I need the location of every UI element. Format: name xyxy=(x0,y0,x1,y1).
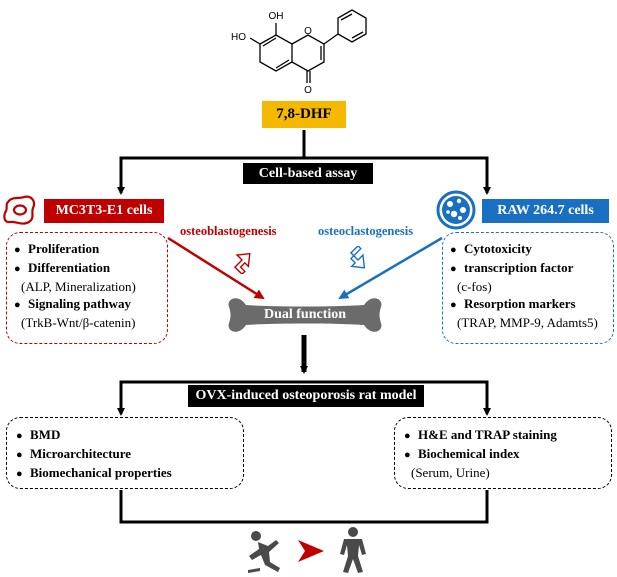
list-item-label: Proliferation xyxy=(14,241,99,256)
ring-oxygen-label: O xyxy=(304,26,312,37)
oh-left-label: HO xyxy=(231,32,246,43)
list-item-label: Biochemical index xyxy=(404,446,519,461)
falling-person-icon xyxy=(248,531,280,573)
compound-name-box: 7,8-DHF xyxy=(262,101,346,128)
outcome-merge-line xyxy=(119,490,489,524)
list-item: Proliferation xyxy=(14,240,172,259)
list-item-label: Differentiation xyxy=(14,260,110,275)
list-item: BMD xyxy=(16,426,242,445)
list-item-label: Signaling pathway xyxy=(14,296,131,311)
list-item: H&E and TRAP staining xyxy=(404,426,610,445)
list-item: Signaling pathway xyxy=(14,295,172,314)
list-item-sub: (TRAP, MMP-9, Adamts5) xyxy=(457,315,598,330)
mc3t3-assay-list: Proliferation Differentiation (ALP, Mine… xyxy=(14,240,172,331)
raw-assay-box xyxy=(442,232,614,344)
list-item-sub: (ALP, Mineralization) xyxy=(21,279,136,294)
osteoclast-arrow-line xyxy=(338,236,443,300)
flavone-structure-icon: OH HO O O xyxy=(231,9,367,94)
ketone-oxygen-label: O xyxy=(304,85,312,94)
list-item-sub: (Serum, Urine) xyxy=(411,465,490,480)
list-item: Biochemical index xyxy=(404,445,610,464)
osteoblastogenesis-label: osteoblastogenesis xyxy=(180,224,277,238)
list-item: transcription factor xyxy=(450,259,614,278)
osteoblast-cell-icon xyxy=(3,195,36,225)
raw-title: RAW 264.7 cells xyxy=(482,199,609,223)
osteoclastogenesis-label: osteoclastogenesis xyxy=(318,224,414,238)
osteoblast-arrow-line xyxy=(167,236,265,300)
list-item: Resorption markers xyxy=(450,295,614,314)
in-vivo-bone-box xyxy=(6,417,244,489)
mc3t3-assay-box xyxy=(6,232,168,344)
list-item: Cytotoxicity xyxy=(450,240,614,259)
mc3t3-title: MC3T3-E1 cells xyxy=(44,199,164,223)
down-arrow-icon xyxy=(349,246,366,269)
list-item-label: Cytotoxicity xyxy=(450,241,532,256)
list-item: Differentiation xyxy=(14,259,172,278)
list-item-sub: (c-fos) xyxy=(457,279,492,294)
list-item-label: Resorption markers xyxy=(450,296,576,311)
standing-person-icon xyxy=(340,527,366,573)
up-arrow-icon xyxy=(233,252,251,274)
list-item-label: H&E and TRAP staining xyxy=(404,427,557,442)
raw-assay-list: Cytotoxicity transcription factor (c-fos… xyxy=(450,240,614,331)
bone-icon xyxy=(228,298,382,332)
rat-model-title: OVX-induced osteoporosis rat model xyxy=(188,385,424,407)
list-item: Biomechanical properties xyxy=(16,464,242,483)
oh-top-label: OH xyxy=(269,11,284,22)
red-arrow-icon xyxy=(298,540,324,562)
list-item-label: Biomechanical properties xyxy=(16,465,172,480)
dual-function-label: Dual function xyxy=(263,307,347,322)
list-item-sub: (TrkB-Wnt/β-catenin) xyxy=(21,315,136,330)
osteoclast-cell-icon xyxy=(436,190,476,230)
list-item-label: transcription factor xyxy=(450,260,573,275)
list-item: Microarchitecture xyxy=(16,445,242,464)
list-item-label: Microarchitecture xyxy=(16,446,131,461)
cell-assay-title: Cell-based assay xyxy=(243,163,373,184)
in-vivo-histology-box xyxy=(394,417,612,489)
list-item-label: BMD xyxy=(16,427,60,442)
in-vivo-bone-list: BMD Microarchitecture Biomechanical prop… xyxy=(16,426,242,483)
in-vivo-histology-list: H&E and TRAP staining Biochemical index … xyxy=(404,426,610,481)
